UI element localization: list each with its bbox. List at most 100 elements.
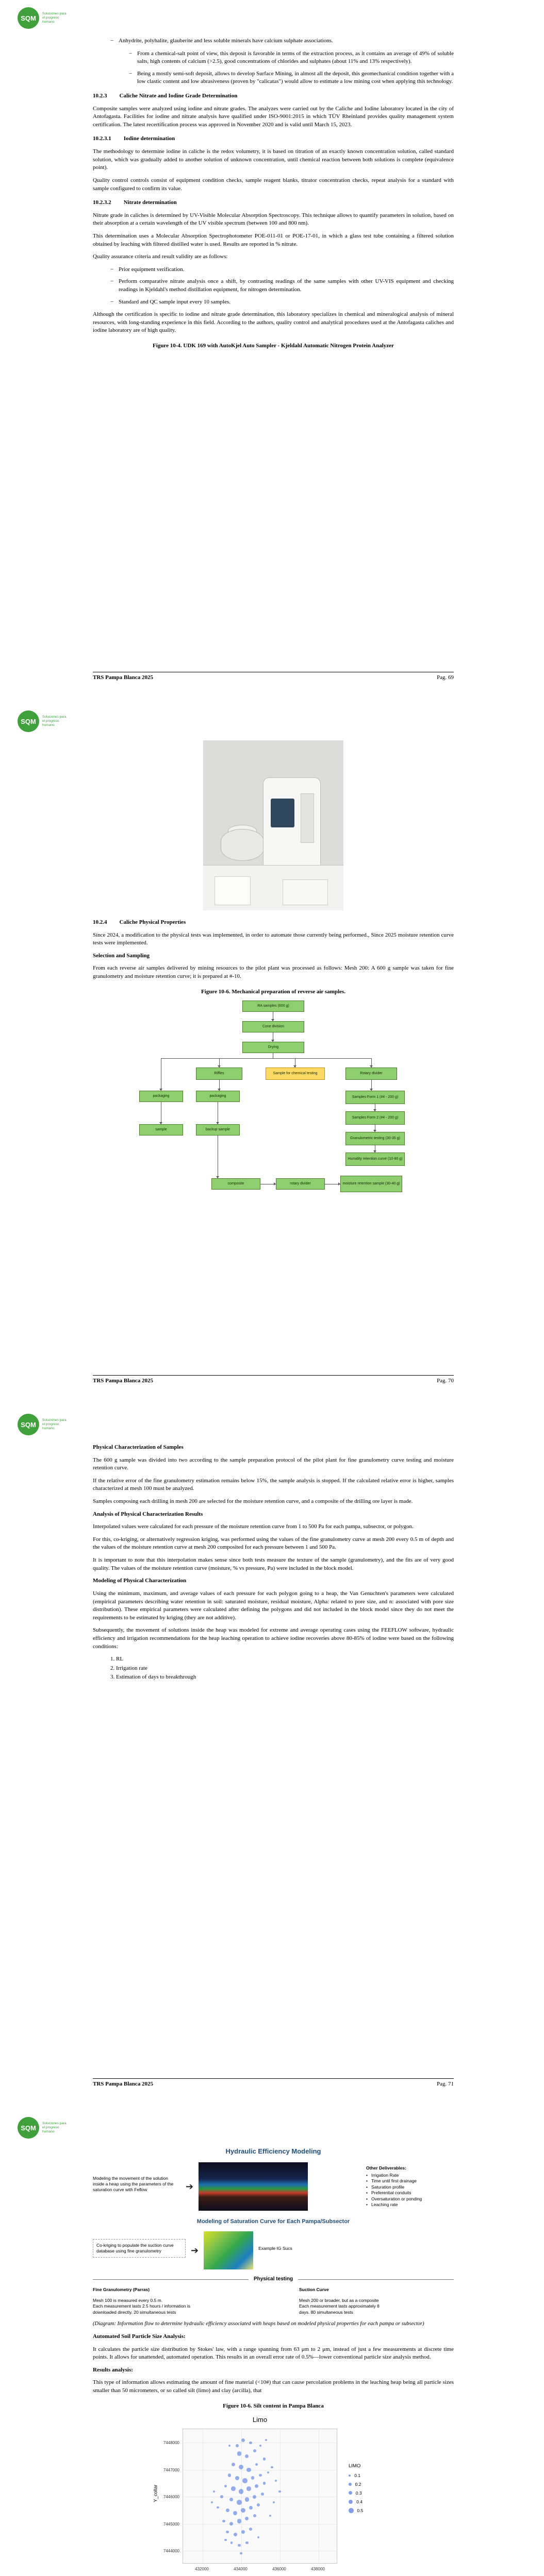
text-line: downloaded directly. 20 simultaneous tes… xyxy=(93,2309,176,2315)
deliverable-item: Preferential conduits xyxy=(366,2190,454,2196)
scatter-point xyxy=(253,2449,256,2452)
flowchart-connector xyxy=(219,1080,220,1091)
section-title: Caliche Nitrate and Iodine Grade Determi… xyxy=(119,93,238,99)
legend-dot-icon xyxy=(349,2483,352,2486)
footer-brand: TRS Pampa Blanca 2025 xyxy=(93,1378,154,1384)
scatter-point xyxy=(251,2476,255,2480)
flowchart-node: RA samples (600 g) xyxy=(242,1001,304,1012)
paragraph: Quality assurance criteria and result va… xyxy=(93,253,228,260)
scatter-point xyxy=(225,2509,229,2512)
text-line: Each measurement lasts 2.5 hours / infor… xyxy=(93,2303,190,2309)
cokriging-description: Co-kriging to populate the suction curve… xyxy=(93,2239,186,2258)
flowchart-node: Riffles xyxy=(196,1067,242,1080)
scatter-point xyxy=(233,2511,238,2515)
subheading-modeling: Modeling of Physical Characterization xyxy=(93,1578,187,1584)
scatter-point xyxy=(229,2522,234,2526)
bullet-list-level2: From a chemical-salt point of view, this… xyxy=(129,50,454,86)
logo-tagline-line: Soluciones para xyxy=(42,2121,67,2125)
y-tick-label: 7444000 xyxy=(163,2549,179,2554)
arrow-down-icon xyxy=(373,1150,376,1153)
scatter-point xyxy=(265,2439,268,2442)
scatter-point xyxy=(211,2501,213,2503)
logo-tagline-line: humano xyxy=(42,723,55,727)
logo-tagline-line: humano xyxy=(42,20,55,24)
scatter-point xyxy=(237,2544,241,2547)
flowchart-node: Samples Form 2 (#4 - 200 g) xyxy=(345,1111,405,1125)
flowchart-node: packaging xyxy=(196,1091,240,1103)
legend-value: 0.4 xyxy=(356,2499,363,2504)
subheading-auto-soil: Automated Soil Particle Size Analysis: xyxy=(93,2333,186,2340)
flowchart-node: Rotary divider xyxy=(345,1067,397,1080)
paragraph: Although the certification is specific t… xyxy=(93,311,454,334)
logo-tagline-line: humano xyxy=(42,1427,55,1431)
scatter-point xyxy=(249,2505,253,2510)
arrow-down-icon xyxy=(373,1130,376,1132)
paragraph: Nitrate grade in caliches is determined … xyxy=(93,212,454,227)
legend-title: LIMO xyxy=(349,2463,361,2469)
scatter-point xyxy=(232,2462,235,2466)
deliverable-item: Irrigation Rate xyxy=(366,2173,454,2179)
logo-tagline-line: el progreso xyxy=(42,15,59,20)
footer-page-number: Pag. 70 xyxy=(437,1378,454,1384)
arrow-down-icon xyxy=(370,1065,373,1068)
flowchart-node: composite xyxy=(211,1178,260,1190)
fine-granulometry-title: Fine Granulometry (Parras) xyxy=(93,2287,150,2293)
example-ig-sucs-caption: Example IG Sucs xyxy=(258,2245,292,2251)
paragraph: If the relative error of the fine granul… xyxy=(93,1477,454,1492)
x-tick-label: 432000 xyxy=(195,2567,209,2572)
legend-item: 0.2 xyxy=(349,2481,363,2487)
footer-brand: TRS Pampa Blanca 2025 xyxy=(93,2081,154,2087)
legend-dot-icon xyxy=(349,2474,351,2477)
example-ig-sucs-image xyxy=(204,2231,254,2270)
deliverable-item: Time until first drainage xyxy=(366,2178,454,2184)
arrow-down-icon xyxy=(271,1019,274,1022)
scatter-point xyxy=(260,2493,264,2496)
diagram-row-cokriging: Co-kriging to populate the suction curve… xyxy=(93,2231,454,2270)
paragraph: Since 2024, a modification to the physic… xyxy=(93,931,454,946)
bullet-item: From a chemical-salt point of view, this… xyxy=(129,50,454,66)
legend-dot-icon xyxy=(349,2491,352,2495)
section-title: Caliche Physical Properties xyxy=(119,919,186,925)
scatter-point xyxy=(222,2519,225,2523)
silt-scatter-chart: Limo Y_collar X_collar LIMO 0.10.20.30.4… xyxy=(150,2415,397,2576)
arrow-right-icon xyxy=(274,1182,276,1186)
figure-10-6-caption: Figure 10-6. Mechanical preparation of r… xyxy=(201,988,345,995)
suction-curve-title: Suction Curve xyxy=(299,2287,329,2293)
scatter-point xyxy=(241,2438,245,2442)
paragraph: From each reverse air samples delivered … xyxy=(93,965,454,980)
scatter-point xyxy=(259,2473,262,2477)
section-title: Nitrate determination xyxy=(123,199,177,206)
logo-text: SQM xyxy=(21,2124,36,2132)
feflow-model-image xyxy=(199,2162,308,2211)
physical-testing-label: Physical testing xyxy=(253,2276,293,2282)
subheading-analysis-results: Analysis of Physical Characterization Re… xyxy=(93,1511,203,1517)
bullet-item: Prior equipment verification. xyxy=(110,266,454,274)
legend-value: 0.1 xyxy=(354,2472,361,2478)
legend-item: 0.4 xyxy=(349,2499,363,2505)
logo-tagline-line: humano xyxy=(42,2130,55,2134)
flowchart-node: backup sample xyxy=(196,1124,240,1136)
scatter-point xyxy=(224,2484,227,2488)
flowchart-node: sample xyxy=(139,1124,183,1136)
arrow-down-icon xyxy=(271,1040,274,1042)
legend-value: 0.2 xyxy=(355,2481,361,2487)
section-number: 10.2.3 xyxy=(93,93,107,99)
scatter-point xyxy=(249,2441,253,2445)
subheading-results-analysis: Results analysis: xyxy=(93,2366,133,2373)
scatter-point xyxy=(235,2476,240,2480)
arrow-down-icon xyxy=(218,1089,221,1091)
arrow-right-icon: ➔ xyxy=(186,2181,194,2192)
scatter-point xyxy=(212,2490,216,2493)
diagram-row-feflow: Modeling the movement of the solution in… xyxy=(93,2162,454,2211)
paragraph: This determination uses a Molecular Abso… xyxy=(93,232,454,247)
section-number: 10.2.3.2 xyxy=(93,199,111,206)
logo-text: SQM xyxy=(21,717,36,725)
plot-area xyxy=(183,2429,337,2564)
scatter-point xyxy=(241,2530,245,2534)
bullet-item: Anhydrite, polyhalite, glauberite and le… xyxy=(110,37,454,45)
scatter-point xyxy=(231,2486,236,2491)
